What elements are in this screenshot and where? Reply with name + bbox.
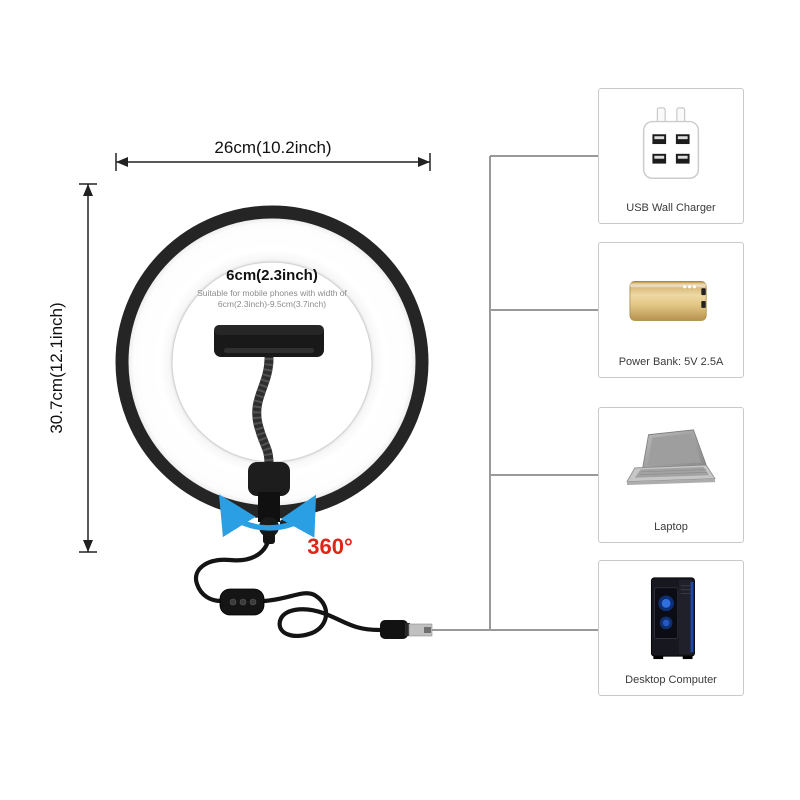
power-option-card-desktop-computer: Desktop Computer <box>598 560 744 696</box>
power-option-label: Laptop <box>654 521 688 533</box>
width-dimension-label: 26cm(10.2inch) <box>214 138 331 157</box>
power-cable <box>193 535 383 639</box>
usb-wall-charger-icon <box>599 89 743 202</box>
width-dimension <box>115 153 431 171</box>
power-option-label: Desktop Computer <box>625 674 717 686</box>
phone-width-note-line1: Suitable for mobile phones with width of <box>197 288 347 298</box>
usb-connector <box>380 620 433 639</box>
rotation-arrows-icon <box>218 494 317 538</box>
cable-remote-control <box>219 588 265 616</box>
phone-width-title: 6cm(2.3inch) <box>226 267 318 284</box>
power-option-card-laptop: Laptop <box>598 407 744 543</box>
laptop-icon <box>599 408 743 521</box>
gooseneck-arm <box>252 353 274 470</box>
power-option-label: Power Bank: 5V 2.5A <box>618 356 724 368</box>
height-dimension-label: 30.7cm(12.1inch) <box>47 302 66 433</box>
connector-lines <box>432 155 598 631</box>
rotation-label: 360° <box>307 534 353 559</box>
power-option-card-usb-wall-charger: USB Wall Charger <box>598 88 744 224</box>
power-option-card-power-bank: Power Bank: 5V 2.5A <box>598 242 744 378</box>
desktop-computer-icon <box>599 561 743 674</box>
height-dimension <box>79 183 97 553</box>
power-bank-icon <box>599 243 743 356</box>
power-option-label: USB Wall Charger <box>626 202 716 214</box>
phone-clamp <box>214 325 324 357</box>
phone-width-note-line2: 6cm(2.3inch)-9.5cm(3.7inch) <box>218 299 326 309</box>
